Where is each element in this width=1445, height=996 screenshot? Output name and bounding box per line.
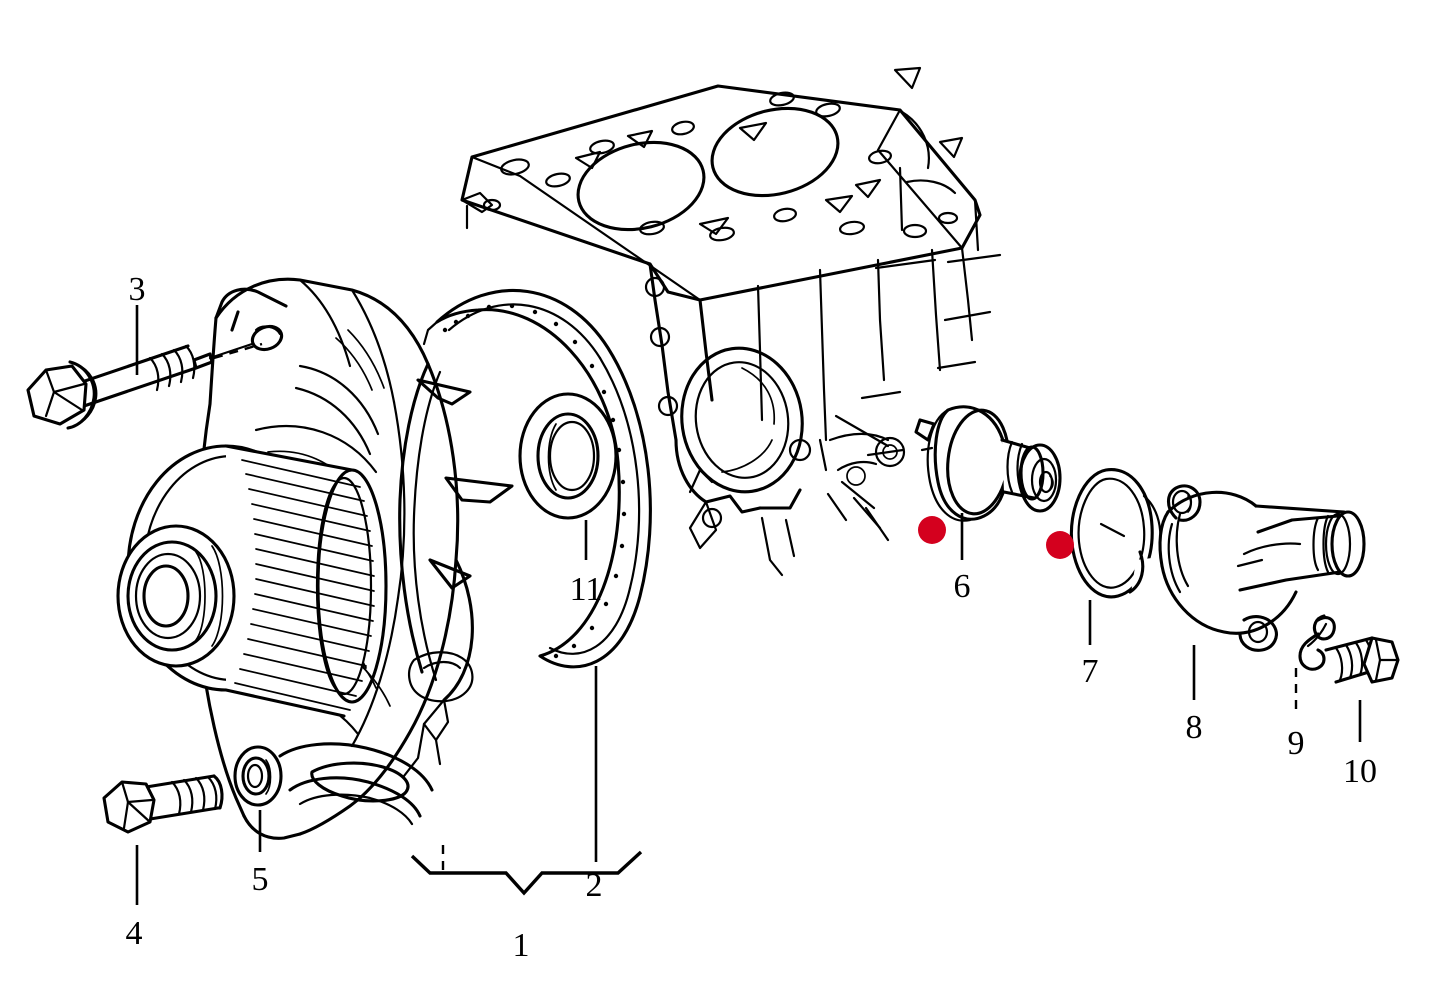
highlight-dot-oring [1046,531,1074,559]
callout-label-7: 7 [1082,653,1099,690]
washer [233,745,283,807]
callout-label-10: 10 [1343,753,1377,790]
callout-label-1: 1 [513,927,530,964]
retaining-clip [1298,614,1336,671]
callout-label-9: 9 [1288,725,1305,762]
timing-belt-pulley [116,444,388,718]
shaft-seal-ring [518,392,618,520]
hex-flange-bolt [26,342,263,430]
callout-label-5: 5 [252,861,269,898]
highlight-markers [918,516,1074,559]
thermostat [914,405,1062,522]
leader-lines [135,305,1362,905]
callout-label-8: 8 [1186,709,1203,746]
thermostat-housing [1158,484,1376,652]
housing-bolt [1324,636,1400,684]
hex-bolt-lower [102,774,224,834]
callout-label-6: 6 [954,568,971,605]
o-ring-seal [1069,468,1168,600]
callout-label-11: 11 [570,571,603,608]
callout-label-3: 3 [129,271,146,308]
highlight-dot-thermostat [918,516,946,544]
engine-block [460,66,1002,577]
pump-gasket [422,288,652,669]
callout-label-4: 4 [126,915,143,952]
callout-labels: 3 11 6 7 8 9 10 5 2 4 1 [126,271,1378,964]
callout-label-2: 2 [586,867,603,904]
